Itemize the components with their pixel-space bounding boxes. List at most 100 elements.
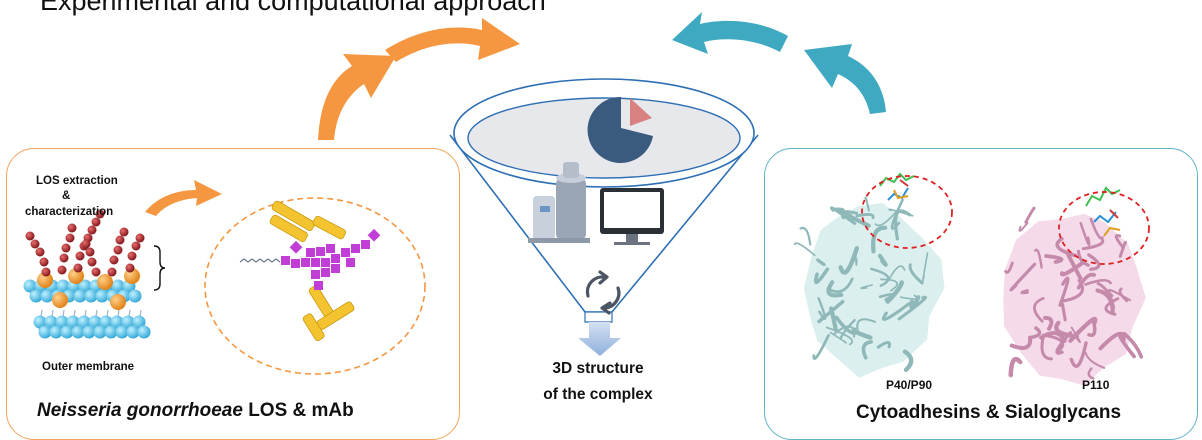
los-chain-bead: [115, 235, 125, 245]
step-label-characterization: characterization: [25, 206, 114, 218]
protein-ribbon: [874, 207, 900, 227]
result-label-line2: of the complex: [543, 386, 653, 403]
protein-ribbon: [1034, 248, 1043, 269]
protein-ribbon: [921, 252, 929, 282]
protein-ribbon: [1004, 261, 1014, 274]
ligand-p40-p90: [879, 172, 915, 201]
los-chain-bead: [87, 225, 97, 235]
left-panel-title-rest: LOS & mAb: [242, 400, 354, 421]
protein-ribbon: [1122, 331, 1144, 359]
protein-ribbon: [1039, 331, 1067, 344]
protein-ribbon: [825, 326, 854, 346]
protein-ribbon: [843, 211, 871, 228]
los-chain-bead: [87, 257, 97, 267]
protein-structure-p40-p90: [793, 196, 945, 378]
protein-ribbon: [1061, 302, 1067, 322]
protein-ribbon: [888, 265, 906, 281]
protein-ribbon: [1030, 326, 1042, 340]
monitor-icon: [600, 188, 664, 245]
los-chain-bead: [35, 247, 45, 257]
protein-ribbon: [1089, 217, 1104, 240]
protein-ribbon: [1087, 253, 1101, 271]
protein-ribbon: [1076, 249, 1090, 267]
protein-ribbon: [830, 206, 857, 225]
lipid-head: [126, 325, 140, 339]
outer-membrane-illustration: [23, 209, 151, 339]
los-chain-bead: [25, 231, 35, 241]
antibody-icon-top: [269, 200, 347, 242]
lipid-head: [44, 315, 58, 329]
protein-ribbon: [899, 294, 919, 300]
protein-ribbon: [1079, 221, 1091, 246]
lipid-head: [137, 325, 151, 339]
los-chain-bead: [61, 243, 71, 253]
protein-ribbon: [864, 196, 870, 212]
protein-ribbon: [871, 225, 888, 254]
protein2-label: P110: [1082, 378, 1110, 392]
membrane-label: Outer membrane: [42, 361, 135, 373]
protein-ribbon: [840, 210, 859, 220]
refresh-icon: [585, 270, 621, 315]
los-chain-bead: [91, 267, 101, 277]
protein-ribbon: [1081, 238, 1105, 251]
lipid-head: [99, 315, 113, 329]
lipid-head: [40, 289, 54, 303]
lipid-head: [71, 325, 85, 339]
protein-ribbon: [880, 278, 899, 292]
los-core: [37, 272, 53, 288]
protein-ribbon: [1084, 351, 1106, 369]
lipid-head: [66, 315, 80, 329]
protein-ribbon: [881, 302, 911, 321]
protein-ribbon: [888, 208, 914, 217]
lipid-head: [82, 325, 96, 339]
protein-ribbon: [1055, 236, 1077, 258]
step-label-los-extraction: LOS extraction: [36, 175, 118, 187]
pie-chart-icon: [587, 96, 653, 163]
protein-ribbon: [829, 306, 838, 332]
protein-ribbon: [817, 297, 827, 321]
los-chain-bead: [125, 263, 135, 273]
teal-curved-arrow-upper: [672, 12, 788, 54]
protein-ribbon: [1118, 240, 1127, 258]
protein-ribbon: [1098, 331, 1126, 351]
los-chain-bead: [73, 263, 83, 273]
lipid-head: [73, 289, 87, 303]
protein-ribbon: [826, 280, 844, 298]
protein-ribbon: [897, 295, 928, 321]
protein-ribbon: [908, 263, 924, 285]
los-chain-bead: [65, 233, 75, 243]
left-panel-title-italic: Neisseria gonorrhoeae: [37, 400, 243, 421]
protein-ribbon: [1008, 356, 1023, 378]
protein-ribbon: [1096, 281, 1116, 310]
binding-site-circle-p40-p90: [861, 175, 953, 249]
lipid-head: [77, 315, 91, 329]
protein-ribbon: [856, 318, 876, 334]
protein-ribbon: [813, 267, 830, 284]
lipid-head: [115, 325, 129, 339]
protein-ribbon: [816, 258, 826, 267]
protein-ribbon: [861, 340, 873, 360]
protein-ribbon: [877, 253, 888, 267]
los-chain-bead: [67, 223, 77, 233]
protein-ribbon: [1009, 262, 1037, 292]
los-chain-bead: [75, 251, 85, 261]
protein-ribbon: [1040, 336, 1053, 361]
protein-ribbon: [855, 213, 875, 220]
los-chain-bead: [41, 267, 51, 277]
lipid-head: [29, 289, 43, 303]
lipid-head: [132, 315, 146, 329]
orange-curved-arrow-lower: [318, 54, 396, 140]
lipid-head: [23, 279, 37, 293]
protein-ribbon: [860, 284, 873, 290]
los-chain-bead: [119, 227, 129, 237]
bracket-icon: [153, 245, 166, 291]
protein-ribbon: [1020, 289, 1029, 295]
los-core: [52, 292, 68, 308]
protein-ribbon: [834, 207, 846, 214]
lipid-head: [84, 289, 98, 303]
lipid-head: [104, 325, 118, 339]
protein-ribbon: [1087, 367, 1095, 380]
spectrometer-icon: [528, 162, 590, 243]
antibody-icon-bottom: [302, 285, 355, 342]
